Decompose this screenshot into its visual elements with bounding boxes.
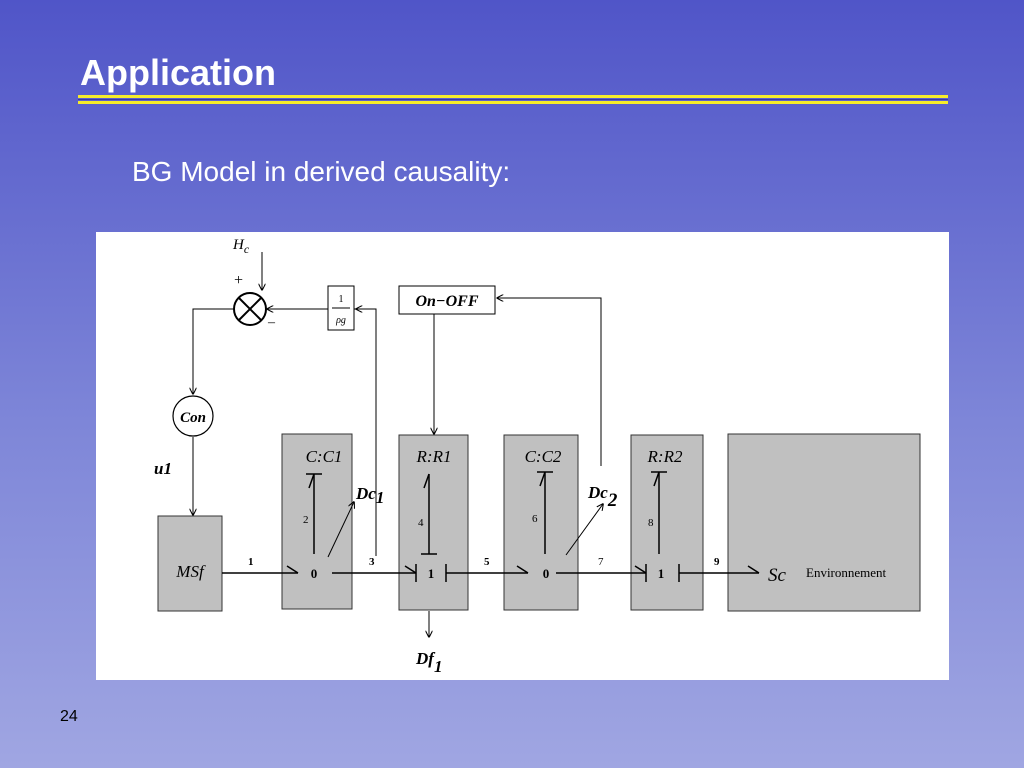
con-controller	[172, 395, 214, 437]
bond-9-label: 9	[714, 556, 720, 568]
rr2-box	[630, 434, 704, 611]
junction-1-a: 1	[428, 566, 435, 581]
bond-graph-svg: 1 ρg On−OFF Hc + – Con u1	[154, 237, 921, 676]
gain-denominator: ρg	[335, 315, 346, 326]
title-underline	[78, 95, 948, 105]
df1-label: Df1	[415, 649, 442, 676]
rr2-label: R:R2	[647, 447, 683, 466]
cc2-label: C:C2	[525, 447, 562, 466]
msf-label: MSf	[175, 562, 206, 581]
cc2-box	[503, 434, 579, 611]
cc1-label: C:C1	[306, 447, 343, 466]
bond-7-label: 7	[598, 556, 604, 568]
msf-box	[157, 515, 223, 612]
page-number: 24	[60, 708, 78, 725]
bond-1-label: 1	[248, 556, 254, 568]
sc-label: Sc	[768, 565, 787, 586]
rr1-box	[398, 434, 469, 611]
junction-0-b: 0	[543, 566, 550, 581]
bond-2-label: 2	[303, 514, 309, 526]
gain-numerator: 1	[339, 294, 344, 305]
bond-4-label: 4	[418, 517, 424, 529]
onoff-label: On−OFF	[415, 293, 478, 310]
cc1-box	[281, 433, 353, 610]
con-label: Con	[180, 410, 206, 426]
bond-6-label: 6	[532, 513, 538, 525]
dc1-label: Dc1	[355, 484, 384, 507]
dc2-label: Dc2	[587, 483, 618, 511]
bond-3-label: 3	[369, 556, 375, 568]
bond-5-label: 5	[484, 556, 490, 568]
slide-subtitle: BG Model in derived causality:	[132, 156, 511, 187]
junction-1-b: 1	[658, 566, 665, 581]
junction-0-a: 0	[311, 566, 318, 581]
slide-title: Application	[80, 52, 276, 93]
environment-box	[727, 433, 921, 612]
rr1-label: R:R1	[416, 447, 452, 466]
bond-8-label: 8	[648, 517, 654, 529]
sum-minus-sign: –	[267, 315, 276, 330]
hc-label: Hc	[232, 237, 250, 256]
onoff-box	[398, 285, 496, 315]
bond-graph-diagram: 1 ρg On−OFF Hc + – Con u1	[96, 232, 949, 680]
environment-label: Environnement	[806, 565, 887, 580]
sum-plus-sign: +	[233, 272, 244, 289]
u1-label: u1	[154, 459, 172, 478]
